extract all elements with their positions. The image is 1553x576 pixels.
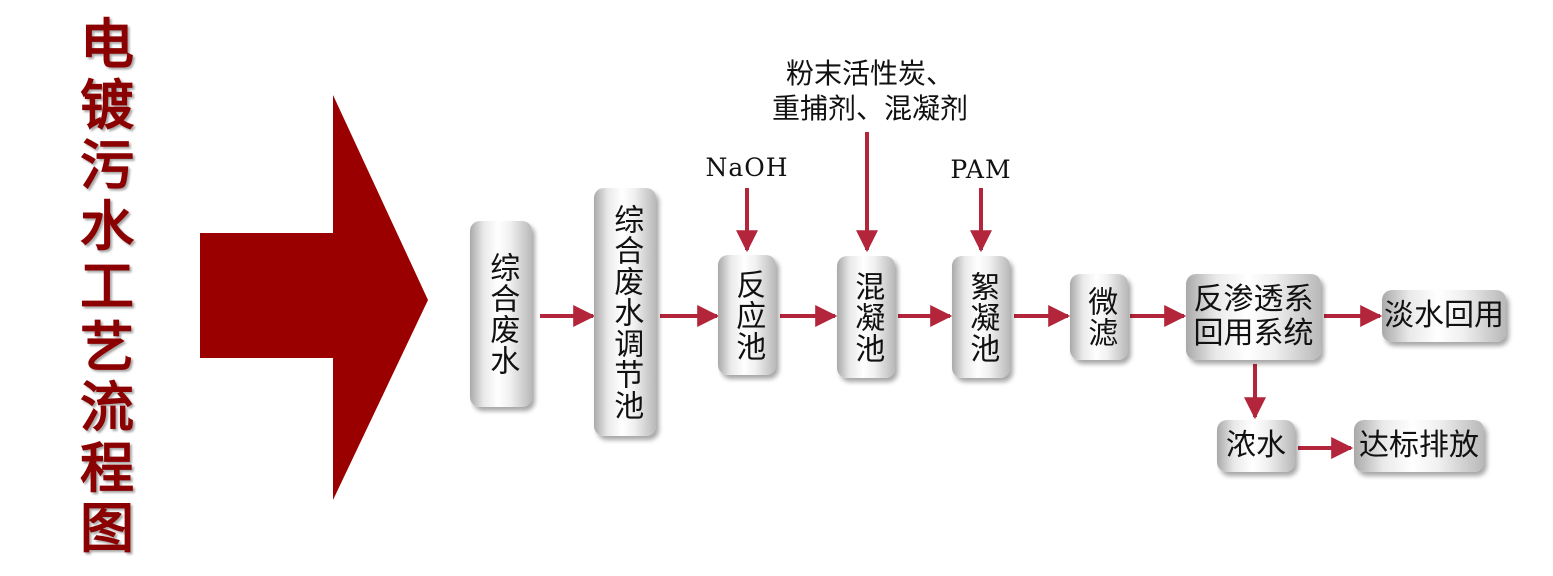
title-char: 流	[80, 375, 134, 439]
input-pam: PAM	[950, 155, 1012, 184]
title-char: 电	[80, 12, 134, 76]
title-char: 镀	[80, 72, 134, 137]
title-char: 程	[80, 435, 134, 500]
title-char: 图	[80, 496, 134, 560]
node-label: 反应池	[730, 268, 766, 362]
title-char: 艺	[80, 314, 134, 379]
right-arrow-icon	[200, 95, 428, 500]
node-reaction-tank: 反应池	[718, 255, 776, 375]
node-concentrate: 浓水	[1217, 420, 1295, 472]
node-label: 浓水	[1226, 427, 1286, 463]
node-reuse: 淡水回用	[1382, 290, 1506, 342]
node-coagulation-tank: 混凝池	[837, 256, 895, 378]
diagram-title: 电 镀 污 水 工 艺 流 程 图	[62, 14, 152, 559]
node-label: 絮凝池	[964, 270, 1000, 364]
title-char: 水	[80, 193, 134, 258]
node-flocculation-tank: 絮凝池	[952, 256, 1010, 378]
node-label: 综合废水	[484, 252, 520, 376]
node-label: 达标排放	[1359, 427, 1479, 463]
node-discharge: 达标排放	[1354, 420, 1484, 472]
node-microfilter: 微滤	[1070, 274, 1128, 360]
input-naoh: NaOH	[705, 153, 789, 182]
title-char: 污	[80, 133, 134, 197]
node-label: 淡水回用	[1384, 297, 1504, 333]
node-label: 微滤	[1082, 286, 1118, 348]
node-equalization-tank: 综合废水调节池	[594, 188, 656, 436]
node-label: 反渗透系 回用系统	[1193, 281, 1314, 351]
input-carbon-agents: 粉末活性炭、 重捕剂、混凝剂	[771, 57, 968, 125]
node-label: 混凝池	[849, 270, 885, 364]
node-ro-system: 反渗透系 回用系统	[1186, 274, 1321, 360]
title-char: 工	[80, 254, 134, 318]
node-wastewater: 综合废水	[470, 221, 532, 407]
node-label: 综合废水调节池	[608, 203, 644, 421]
